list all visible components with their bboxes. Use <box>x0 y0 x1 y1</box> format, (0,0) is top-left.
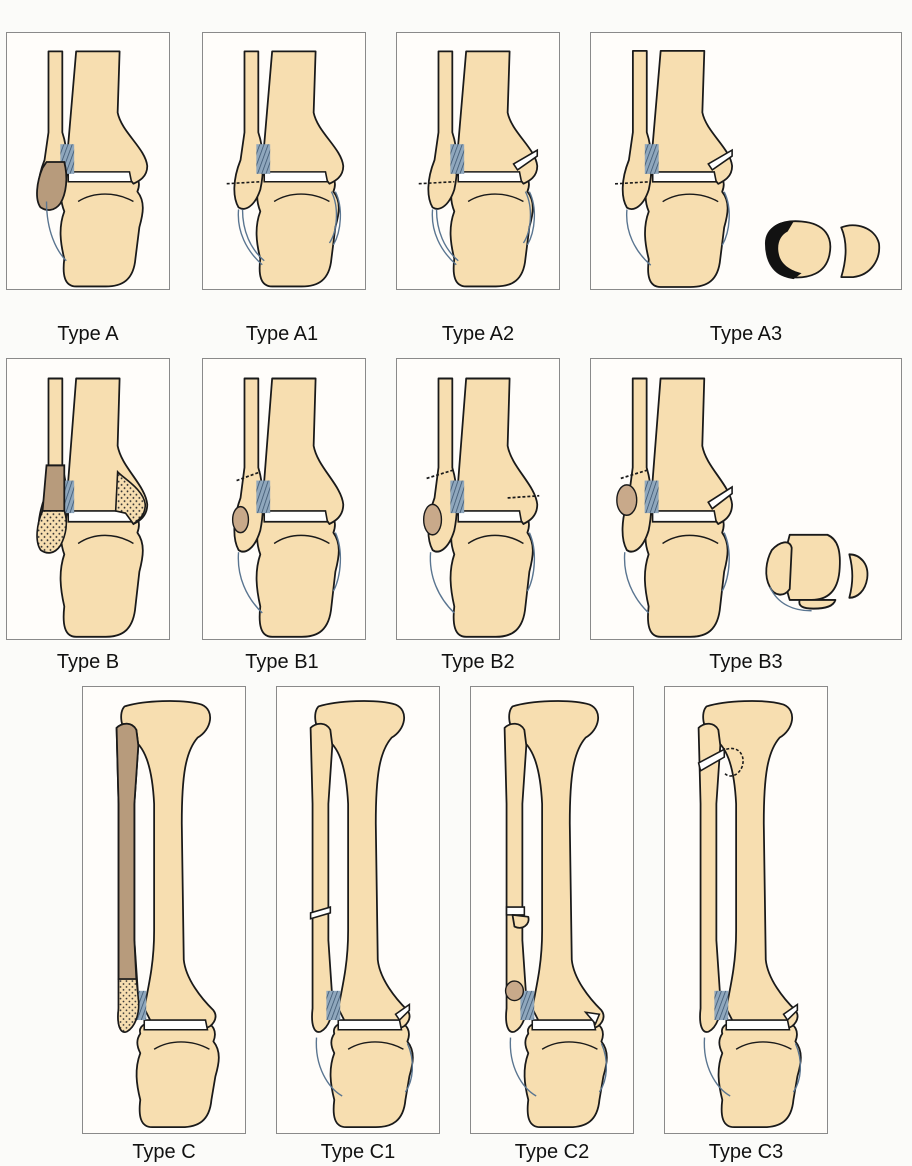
type-c-illustration <box>115 700 220 1129</box>
panel-type-a2 <box>396 32 560 290</box>
panel-type-b1 <box>202 358 366 640</box>
panel-type-a3 <box>590 32 902 290</box>
b3-cross-section <box>765 533 869 612</box>
type-a-illustration <box>36 50 149 288</box>
type-a1-illustration <box>226 50 345 288</box>
type-a2-illustration <box>418 50 539 288</box>
type-b1-illustration <box>231 377 345 638</box>
ligament-fibers <box>45 201 67 262</box>
caption-type-a1: Type A1 <box>245 323 319 345</box>
caption-type-b1: Type B1 <box>245 651 319 673</box>
panel-type-a <box>6 32 170 290</box>
caption-type-b: Type B <box>56 651 120 673</box>
caption-type-b2: Type B2 <box>441 651 515 673</box>
caption-type-a3: Type A3 <box>709 323 783 345</box>
type-b-illustration <box>36 377 149 638</box>
caption-type-a2: Type A2 <box>441 323 515 345</box>
panel-type-c1 <box>276 686 440 1134</box>
panel-type-c2 <box>470 686 634 1134</box>
panel-type-b2 <box>396 358 560 640</box>
type-a3-illustration <box>614 49 881 288</box>
type-c1-illustration <box>309 700 414 1129</box>
type-b2-illustration <box>422 377 540 638</box>
type-b3-illustration <box>616 377 869 638</box>
type-c3-illustration <box>697 700 802 1129</box>
panel-type-c <box>82 686 246 1134</box>
caption-type-c3: Type C3 <box>708 1141 784 1163</box>
caption-type-a: Type A <box>57 323 119 345</box>
caption-type-c1: Type C1 <box>320 1141 396 1163</box>
caption-type-c2: Type C2 <box>514 1141 590 1163</box>
a3-cross-section <box>764 220 881 280</box>
panel-type-b <box>6 358 170 640</box>
type-c2-illustration <box>503 700 608 1129</box>
caption-type-b3: Type B3 <box>709 651 783 673</box>
panel-type-b3 <box>590 358 902 640</box>
panel-type-a1 <box>202 32 366 290</box>
panel-type-c3 <box>664 686 828 1134</box>
caption-type-c: Type C <box>132 1141 196 1163</box>
